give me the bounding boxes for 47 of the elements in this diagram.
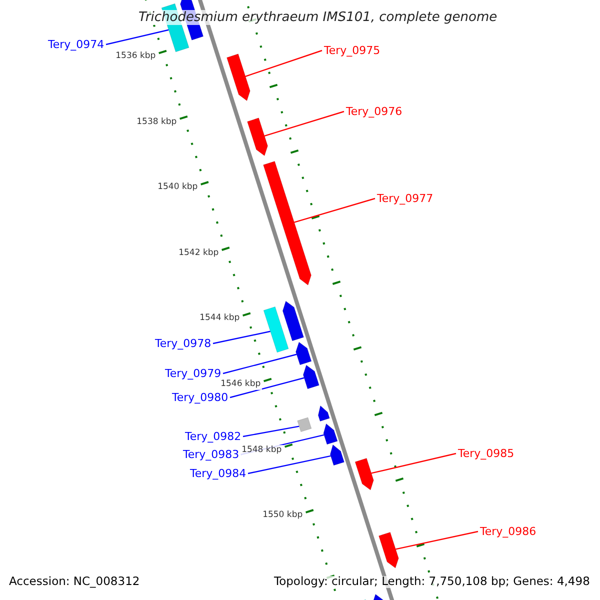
leader-line (242, 426, 300, 438)
gene-label: Tery_0980 (172, 392, 228, 403)
genome-summary: Topology: circular; Length: 7,750,108 bp; Genes: 4,498 (274, 576, 590, 588)
gene-block (354, 458, 374, 490)
scale-label: 1542 kbp (178, 248, 220, 258)
leader-line (396, 530, 478, 550)
scale-label: 1540 kbp (156, 182, 199, 193)
leader-line (212, 330, 270, 344)
gene-label: Tery_0986 (480, 526, 536, 537)
scale-label: 1548 kbp (240, 444, 283, 456)
leader-line (294, 198, 376, 223)
gene-block (302, 364, 320, 390)
scale-label: 1536 kbp (114, 51, 157, 62)
gene-block (323, 423, 338, 445)
gene-label: Tery_0976 (346, 106, 402, 117)
gene-bar (263, 306, 289, 353)
leader-line (106, 29, 169, 46)
gene-block (247, 118, 268, 156)
leader-line (245, 50, 322, 77)
gene-block (318, 405, 330, 422)
gene-label: Tery_0985 (458, 448, 514, 459)
gene-block (263, 161, 312, 286)
gene-label: Tery_0984 (190, 468, 246, 479)
gene-block (378, 532, 399, 568)
leader-line (264, 110, 344, 136)
leader-line (248, 455, 331, 474)
gene-label: Tery_0974 (48, 39, 104, 50)
scale-label: 1544 kbp (198, 313, 241, 324)
gene-block (226, 54, 250, 101)
scale-label: 1550 kbp (262, 510, 304, 521)
scale-label: 1538 kbp (136, 116, 178, 128)
gene-label: Tery_0978 (155, 338, 212, 349)
gene-label: Tery_0975 (324, 45, 380, 56)
gene-label: Tery_0983 (183, 449, 240, 460)
title: Trichodesmium erythraeum IMS101, complete genome (136, 10, 500, 25)
gene-block (296, 342, 312, 366)
accession-text: Accession: NC_008312 (9, 576, 140, 588)
gene-label: Tery_0982 (185, 431, 242, 442)
leader-line (222, 354, 297, 374)
scale-label: 1546 kbp (220, 379, 262, 390)
gene-label: Tery_0977 (377, 193, 434, 204)
gene-box (297, 417, 312, 432)
leader-line (371, 452, 456, 474)
gene-label: Tery_0979 (165, 368, 222, 379)
gene-block (330, 444, 344, 466)
gene-block (282, 300, 304, 342)
leader-line (230, 377, 304, 398)
